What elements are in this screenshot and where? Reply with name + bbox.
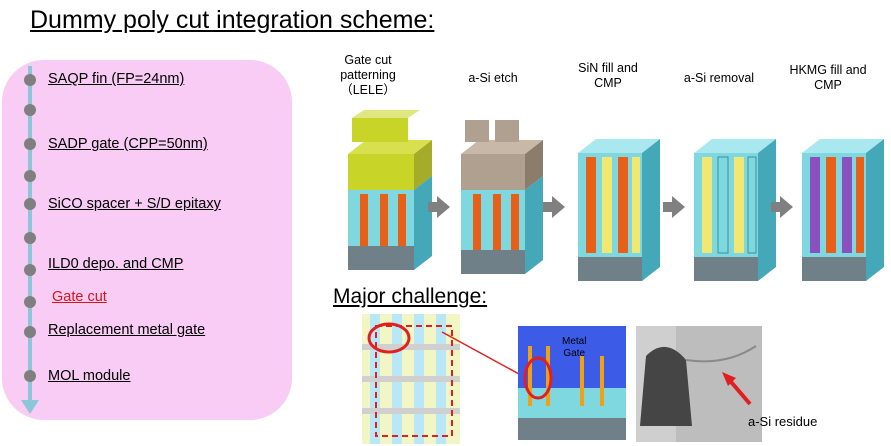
- flow-step-label: Replacement metal gate: [48, 322, 206, 338]
- structure-asi-etch: [461, 120, 543, 274]
- flow-step-label: MOL module: [48, 368, 131, 384]
- residue-pointer-arrow-icon: [722, 372, 752, 406]
- page-title: Dummy poly cut integration scheme:: [30, 6, 435, 34]
- structure-sin-fill: [578, 139, 660, 281]
- flow-step-dot: [24, 264, 36, 276]
- process-caption-sin-fill: SiN fill and CMP: [578, 61, 638, 90]
- flow-down-arrow-icon: [21, 400, 39, 414]
- flow-step-dot: [24, 326, 36, 338]
- flow-step-dot: [24, 170, 36, 182]
- process-caption-asi-etch: a-Si etch: [468, 71, 518, 85]
- process-arrow-icon: [771, 196, 793, 218]
- flow-step-label: ILD0 depo. and CMP: [48, 256, 184, 272]
- layout-plan-view: [362, 314, 460, 444]
- structure-gate-cut-patterning: [348, 110, 432, 270]
- flow-step-label: SiCO spacer + S/D epitaxy: [48, 196, 221, 212]
- process-flow-panel: [2, 60, 292, 420]
- flow-step-dot: [24, 138, 36, 150]
- tem-image: [636, 326, 762, 442]
- residue-label: a-Si residue: [748, 414, 818, 429]
- process-caption-hkmg: HKMG fill and CMP: [789, 63, 867, 92]
- process-arrow-icon: [428, 196, 450, 218]
- challenge-heading: Major challenge:: [333, 285, 488, 308]
- flow-step-label: SADP gate (CPP=50nm): [48, 136, 208, 152]
- process-caption-asi-removal: a-Si removal: [683, 71, 755, 85]
- flow-step-dot: [24, 232, 36, 244]
- cross-section-metal-gate: [518, 326, 626, 440]
- flow-step-dot: [24, 104, 36, 116]
- flow-step-dot: [24, 296, 36, 308]
- process-arrow-icon: [663, 196, 685, 218]
- process-caption-gate-cut: Gate cut patterning （LELE）: [340, 53, 396, 97]
- flow-step-label: SAQP fin (FP=24nm): [48, 71, 185, 87]
- flow-step-label-highlighted: Gate cut: [52, 289, 107, 305]
- flow-step-dot: [24, 74, 36, 86]
- structure-hkmg-fill: [802, 139, 884, 281]
- process-arrow-icon: [543, 196, 565, 218]
- flow-step-dot: [24, 370, 36, 382]
- metal-gate-label: Metal Gate: [562, 336, 587, 359]
- structure-asi-removal: [694, 139, 776, 281]
- flow-step-dot: [24, 198, 36, 210]
